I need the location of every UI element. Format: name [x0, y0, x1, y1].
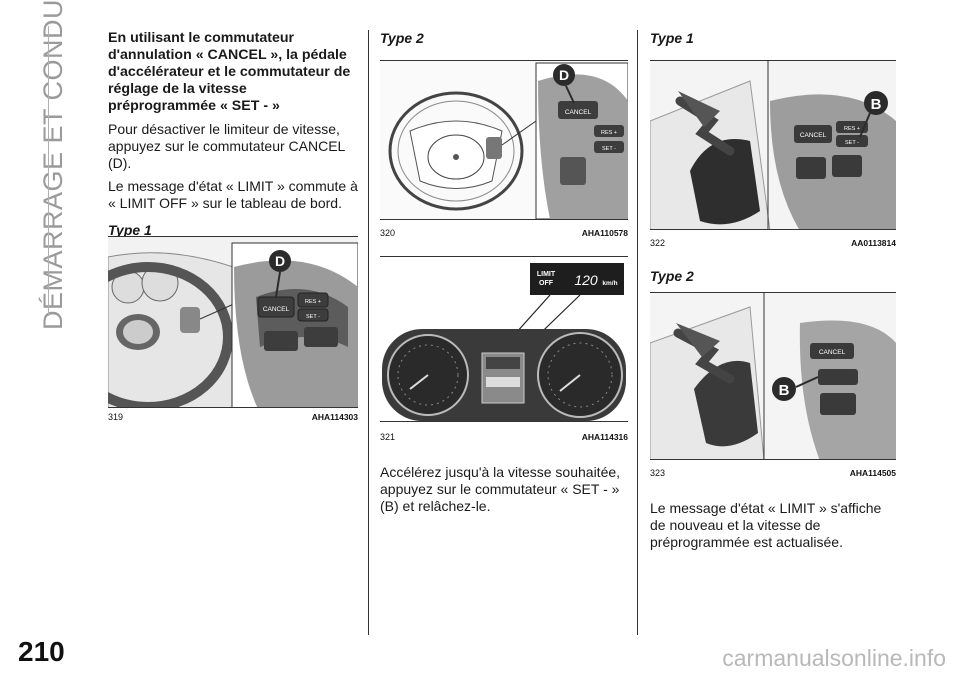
column-2-text: Accélérez jusqu'à la vitesse souhaitée, …: [380, 464, 628, 515]
cancel-button-label: CANCEL: [263, 306, 290, 313]
figure-319-illustration: CANCEL RES + SET - D: [108, 237, 358, 407]
figure-reference: AA0113814: [851, 238, 896, 248]
type-label-1: Type 1: [650, 30, 694, 46]
type-label-2: Type 2: [650, 268, 694, 284]
speed-unit: km/h: [602, 280, 617, 287]
figure-reference: AHA114316: [581, 432, 628, 442]
set-button-label: SET -: [845, 140, 859, 146]
figure-322: CANCEL RES + SET - B 322 AA0113814: [650, 60, 896, 250]
figure-323-illustration: CANCEL B: [650, 293, 896, 459]
figure-reference: AHA110578: [581, 228, 628, 238]
page-number: 210: [18, 636, 65, 667]
paragraph-limit-off: Le message d'état « LIMIT » commute à « …: [108, 178, 358, 211]
figure-321: LIMIT OFF 120 km/h 321 AHA114316: [380, 256, 628, 442]
off-label: OFF: [539, 280, 554, 287]
callout-b: B: [779, 382, 790, 399]
figure-322-illustration: CANCEL RES + SET - B: [650, 61, 896, 229]
figure-number: 320: [380, 228, 396, 238]
column-3: Type 1: [650, 30, 896, 46]
res-button-label: RES +: [844, 126, 860, 132]
section-heading: En utilisant le commutateur d'annulation…: [108, 30, 351, 114]
callout-b: B: [871, 96, 882, 113]
paragraph-cancel: Pour désactiver le limiteur de vitesse, …: [108, 121, 345, 171]
res-button-label: RES +: [601, 130, 617, 136]
limit-label: LIMIT: [537, 271, 556, 278]
column-divider-2: [637, 30, 638, 635]
column-2: Type 2: [380, 30, 628, 46]
watermark: carmanualsonline.info: [722, 645, 946, 671]
column-1: En utilisant le commutateur d'annulation…: [108, 30, 358, 238]
figure-320: CANCEL RES + SET - D 320 AHA110578: [380, 60, 628, 240]
figure-323-frame: CANCEL B: [650, 292, 896, 460]
cancel-button-label: CANCEL: [565, 109, 592, 116]
figure-number: 323: [650, 468, 666, 478]
type-label: Type 1: [108, 222, 152, 238]
figure-319: CANCEL RES + SET - D 319 AHA114303: [108, 236, 358, 426]
figure-322-frame: CANCEL RES + SET - B: [650, 60, 896, 230]
callout-d: D: [275, 253, 285, 269]
figure-reference: AHA114505: [849, 468, 896, 478]
speed-value: 120: [574, 272, 598, 288]
callout-d: D: [559, 67, 569, 83]
type-label: Type 2: [380, 30, 424, 46]
figure-number: 321: [380, 432, 396, 442]
figure-number: 322: [650, 238, 666, 248]
figure-321-illustration: LIMIT OFF 120 km/h: [380, 257, 628, 421]
res-button-label: RES +: [305, 299, 321, 305]
section-title-rule: [48, 26, 49, 316]
figure-number: 319: [108, 412, 124, 422]
figure-321-frame: LIMIT OFF 120 km/h: [380, 256, 628, 422]
cancel-button-label: CANCEL: [819, 349, 846, 356]
paragraph-accelerate: Accélérez jusqu'à la vitesse souhaitée, …: [380, 464, 621, 514]
figure-320-frame: CANCEL RES + SET - D: [380, 60, 628, 220]
paragraph-limit-displayed: Le message d'état « LIMIT » s'affiche de…: [650, 500, 882, 550]
figure-323: CANCEL B 323 AHA114505: [650, 292, 896, 482]
cancel-button-label: CANCEL: [800, 132, 827, 139]
column-divider-1: [368, 30, 369, 635]
column-3-text: Le message d'état « LIMIT » s'affiche de…: [650, 500, 896, 551]
section-title: DÉMARRAGE ET CONDUITE: [38, 0, 68, 330]
set-button-label: SET -: [602, 146, 616, 152]
figure-320-illustration: CANCEL RES + SET - D: [380, 61, 628, 219]
column-3-type2: Type 2: [650, 268, 896, 284]
figure-319-frame: CANCEL RES + SET - D: [108, 236, 358, 408]
set-button-label: SET -: [306, 314, 320, 320]
figure-reference: AHA114303: [311, 412, 358, 422]
